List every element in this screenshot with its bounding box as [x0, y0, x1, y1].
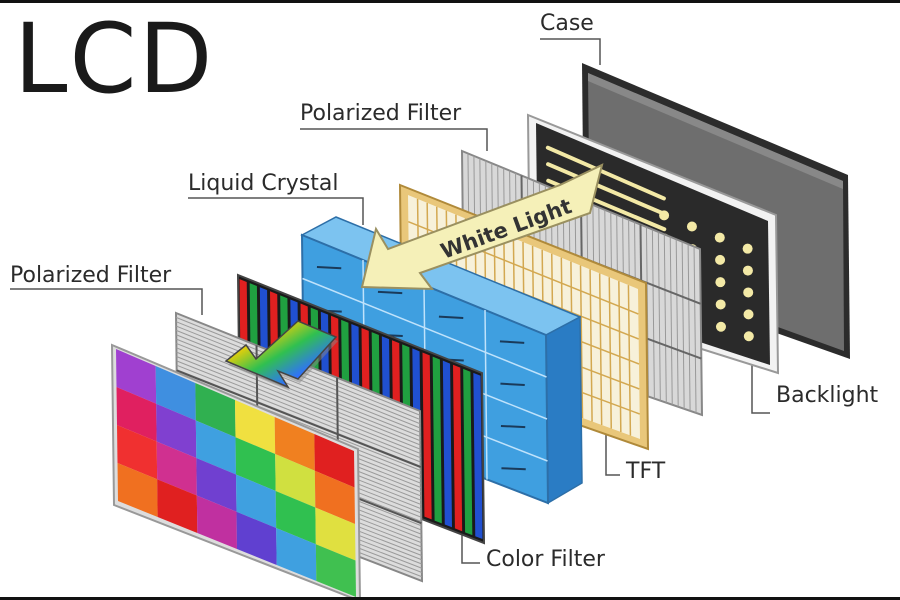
color-filter-stripe — [432, 356, 442, 524]
filter-line — [645, 226, 649, 397]
display-pixel-cell — [156, 441, 197, 496]
backlight-led — [714, 232, 725, 243]
display-pixel-cell — [274, 417, 315, 471]
color-filter-stripe — [422, 352, 432, 520]
backlight-led — [743, 309, 754, 320]
lc-molecule — [316, 266, 342, 270]
backlight-led — [715, 277, 726, 288]
display-pixel-cell — [275, 454, 316, 508]
filter-line — [675, 239, 679, 407]
rainbow-arrow — [224, 320, 338, 391]
display-pixel-cell — [315, 544, 356, 597]
filter-line — [669, 236, 673, 405]
filter-line — [176, 334, 421, 433]
filter-line — [176, 364, 421, 463]
display-pixel-cell — [117, 425, 158, 480]
display-pixel-cell — [156, 403, 197, 458]
filter-line — [681, 241, 685, 409]
display-pixel-cell — [314, 434, 355, 488]
display-pixel-cell — [275, 491, 316, 545]
filter-line — [176, 360, 421, 459]
display-pixel-cell — [314, 470, 355, 524]
backlight-led — [715, 321, 726, 332]
lc-molecule — [500, 424, 526, 429]
lc-molecule — [499, 340, 525, 344]
lc-grid-line — [302, 277, 547, 378]
page-title: LCD — [14, 3, 215, 115]
display-pixel-cell — [195, 383, 236, 438]
backlight-led — [715, 299, 726, 310]
label-backlight: Backlight — [776, 383, 879, 408]
backlight-led — [743, 287, 754, 298]
layer-illustration: White Light — [10, 38, 850, 597]
label-polarized-filter-front: Polarized Filter — [10, 263, 172, 288]
filter-line — [663, 234, 667, 403]
backlight-strip — [545, 145, 666, 201]
label-liquid-crystal: Liquid Crystal — [188, 171, 339, 196]
filter-line — [176, 342, 421, 442]
filter-line — [657, 231, 661, 401]
color-filter-stripe — [453, 364, 463, 532]
display-pixel-cell — [315, 507, 356, 561]
lc-molecule — [501, 467, 526, 471]
backlight-led — [659, 210, 670, 221]
display-pixel-cell — [117, 463, 158, 517]
backlight-led — [742, 243, 753, 254]
lc-molecule — [438, 315, 464, 320]
filter-grid-line — [176, 369, 422, 469]
display-panel-layer — [110, 343, 361, 597]
backlight-led — [686, 221, 697, 232]
label-polarized-filter-back: Polarized Filter — [300, 101, 462, 126]
color-filter-stripe — [463, 368, 473, 536]
display-pixel-cell — [236, 511, 277, 565]
label-color-filter: Color Filter — [486, 547, 605, 572]
color-filter-stripe — [473, 372, 483, 540]
display-pixel-cell — [235, 437, 276, 491]
label-case: Case — [540, 11, 594, 36]
backlight-led — [715, 254, 726, 265]
display-pixel-cell — [276, 528, 317, 581]
filter-line — [687, 244, 691, 411]
backlight-led — [742, 265, 753, 276]
display-pixel-cell — [236, 474, 277, 528]
backlight-led — [743, 331, 754, 342]
leader-lines — [10, 38, 770, 564]
display-pixel-cell — [155, 366, 196, 421]
display-pixel-cell — [116, 349, 157, 404]
label-tft: TFT — [626, 459, 666, 484]
display-pixel-cell — [235, 400, 276, 454]
filter-line — [176, 338, 421, 437]
filter-line — [176, 347, 421, 446]
display-pixel-cell — [116, 387, 157, 442]
lc-molecule — [377, 290, 403, 295]
color-filter-stripe — [442, 360, 452, 528]
display-pixel-cell — [196, 458, 237, 512]
filter-line — [176, 356, 421, 454]
backlight-strip — [546, 162, 667, 216]
filter-line — [176, 351, 421, 450]
filter-line — [651, 229, 655, 399]
display-pixel-cell — [196, 495, 237, 549]
filter-line — [693, 246, 697, 413]
display-pixel-cell — [195, 420, 236, 475]
lc-molecule — [500, 382, 525, 386]
display-pixel-cell — [157, 479, 198, 533]
